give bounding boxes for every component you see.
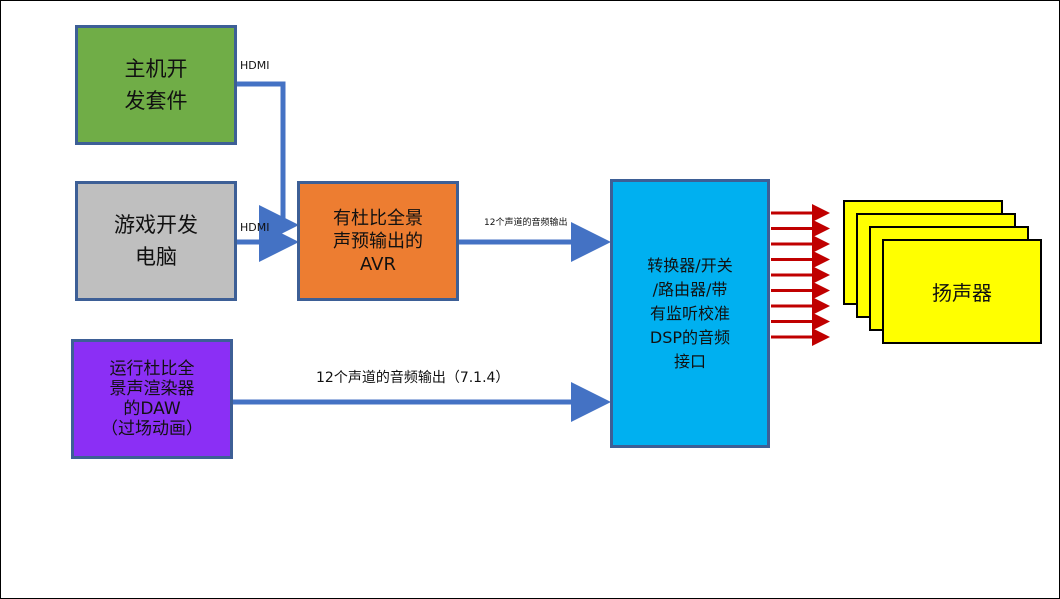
- daw-label: 运行杜比全 景声渲染器 的DAW （过场动画）: [101, 359, 203, 439]
- avr-box: 有杜比全景 声预输出的 AVR: [297, 181, 459, 301]
- dsp-interface-box: 转换器/开关 /路由器/带 有监听校准 DSP的音频 接口: [610, 179, 770, 448]
- dsp-interface-label: 转换器/开关 /路由器/带 有监听校准 DSP的音频 接口: [647, 255, 733, 371]
- avr-label: 有杜比全景 声预输出的 AVR: [333, 207, 423, 275]
- hdmi-label-dev-kit: HDMI: [240, 59, 270, 72]
- speaker-box-front: 扬声器: [882, 239, 1042, 344]
- game-pc-label: 游戏开发 电脑: [114, 213, 198, 269]
- hdmi-wire-dev-kit: [237, 81, 299, 245]
- hdmi-label-game-pc: HDMI: [240, 221, 270, 234]
- dev-kit-label: 主机开 发套件: [124, 57, 188, 113]
- speaker-channel-wires: [771, 204, 830, 346]
- speaker-label: 扬声器: [932, 281, 992, 305]
- daw-box: 运行杜比全 景声渲染器 的DAW （过场动画）: [71, 339, 233, 459]
- game-pc-box: 游戏开发 电脑: [75, 181, 237, 301]
- avr-output-label: 12个声道的音频输出: [484, 218, 568, 228]
- daw-output-label: 12个声道的音频输出（7.1.4）: [316, 370, 510, 386]
- dev-kit-box: 主机开 发套件: [75, 25, 237, 145]
